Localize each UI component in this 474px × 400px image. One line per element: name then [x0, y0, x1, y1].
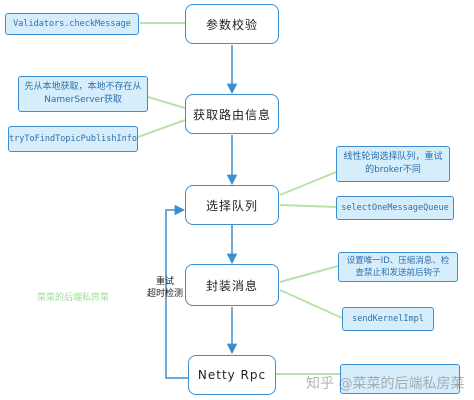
step-get-route: 获取路由信息	[185, 94, 279, 134]
note-select-queue: selectOneMessageQueue	[336, 196, 454, 220]
note-round-robin: 线性轮询选择队列，重试的broker不同	[336, 146, 450, 182]
watermark-zhihu: 知乎 @菜菜的后端私房菜	[306, 376, 465, 392]
note-netty	[340, 364, 460, 394]
retry-timeout-label: 重试 超时检测	[146, 277, 183, 299]
arrow-retry-loop	[165, 204, 188, 379]
note-try-find: tryToFindTopicPublishInfo	[8, 126, 138, 152]
note-send-kernel: sendKernelImpl	[342, 307, 434, 331]
note-local-fetch: 先从本地获取，本地不存在从NamerServer获取	[18, 76, 148, 112]
connector-local-fetch	[147, 96, 186, 109]
step-package-message: 封装消息	[185, 264, 279, 306]
note-check-message: Validators.checkMessage	[5, 13, 139, 35]
step-select-queue: 选择队列	[185, 185, 279, 225]
connector-round-robin	[279, 171, 337, 196]
connector-send-kernel	[279, 289, 343, 319]
step-netty-rpc: Netty Rpc	[188, 355, 276, 395]
watermark-green: 菜菜的后端私房菜	[37, 293, 110, 303]
note-package: 设置唯一ID、压缩消息、检查禁止和发送前后钩子	[338, 252, 458, 282]
connector-package	[279, 265, 339, 283]
connector-try-find	[137, 119, 186, 138]
step-param-check: 参数校验	[185, 4, 279, 44]
connector-select-queue	[279, 204, 337, 208]
